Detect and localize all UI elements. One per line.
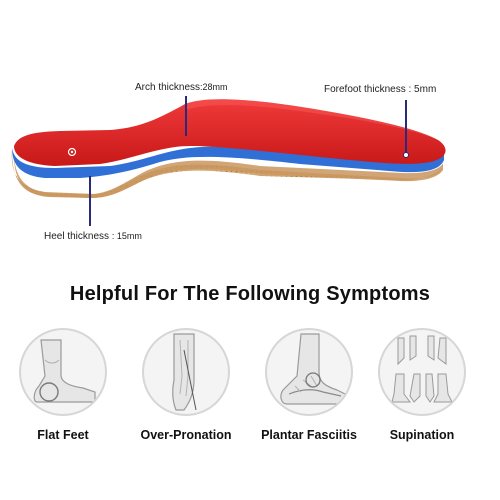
insole-illustration	[11, 96, 446, 226]
flat-feet-illustration	[19, 328, 107, 416]
symptom-supination: Supination	[367, 328, 477, 442]
arch-thickness-value: :28mm	[200, 82, 228, 92]
symptom-label: Supination	[389, 428, 455, 442]
heel-thickness-callout: Heel thickness : 15mm	[44, 231, 142, 242]
symptom-flat-feet: Flat Feet	[8, 328, 118, 442]
heel-thickness-label: Heel thickness	[44, 231, 110, 242]
symptom-plantar-fasciitis: Plantar Fasciitis	[254, 328, 364, 442]
arch-thickness-callout: Arch thickness:28mm	[135, 82, 228, 93]
forefoot-thickness-callout: Forefoot thickness : 5mm	[324, 84, 436, 95]
symptom-over-pronation: Over-Pronation	[131, 328, 241, 442]
symptom-label: Plantar Fasciitis	[261, 428, 357, 442]
plantar-fasciitis-illustration	[265, 328, 353, 416]
forefoot-thickness-value: : 5mm	[408, 84, 437, 95]
symptom-label: Over-Pronation	[140, 428, 232, 442]
over-pronation-illustration	[142, 328, 230, 416]
brand-logo-mark	[67, 147, 77, 157]
forefoot-thickness-label: Forefoot thickness	[324, 84, 406, 95]
arch-thickness-label: Arch thickness	[135, 82, 201, 93]
insole-top-surface	[14, 99, 446, 166]
heel-thickness-value: : 15mm	[111, 231, 142, 241]
symptom-label: Flat Feet	[37, 428, 89, 442]
insole-blue-layer	[12, 146, 444, 178]
symptoms-heading: Helpful For The Following Symptoms	[69, 283, 431, 305]
supination-illustration	[378, 328, 466, 416]
